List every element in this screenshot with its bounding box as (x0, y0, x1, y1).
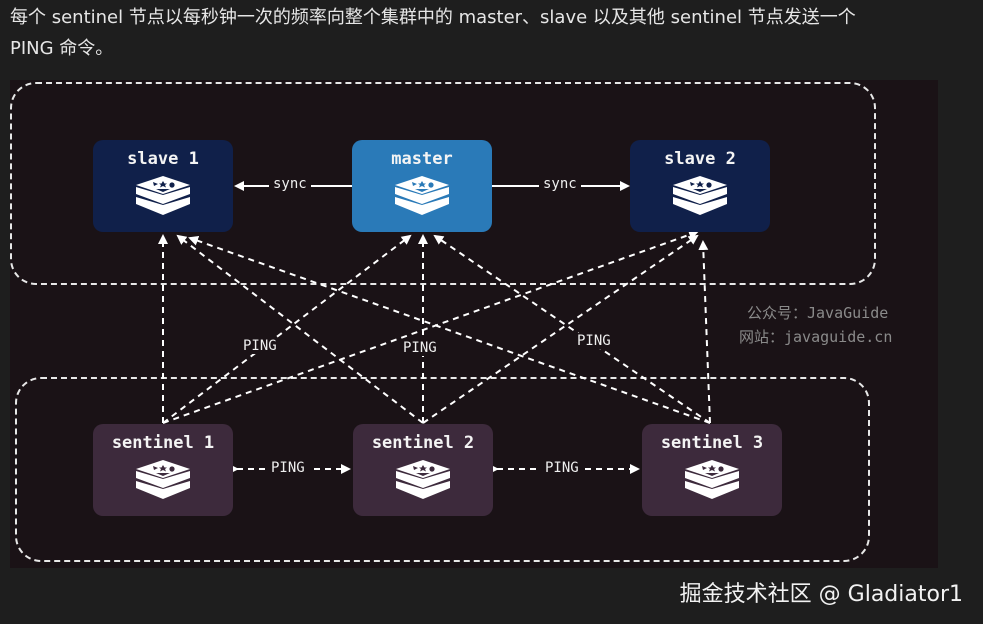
sentinel-1-label: sentinel 1 (111, 433, 215, 453)
sentinel-2-node: sentinel 2 (353, 424, 493, 516)
slave-2-node: slave 2 (630, 140, 770, 232)
slave-1-label: slave 1 (127, 149, 199, 169)
ping-s3-master (433, 234, 711, 424)
sync-label-left: sync (269, 176, 311, 192)
caption-line-1: 每个 sentinel 节点以每秒钟一次的频率向整个集群中的 master、sl… (10, 7, 856, 28)
ping-s2-slave2 (422, 234, 699, 424)
ping-s3-slave1 (188, 235, 711, 424)
sentinel-3-label: sentinel 3 (660, 433, 764, 453)
ping-label-1: PING (239, 338, 281, 354)
sentinel-3-node: sentinel 3 (642, 424, 782, 516)
redis-icon (134, 459, 192, 507)
watermark-line-2: 网站：javaguide.cn (739, 328, 893, 346)
ping-s1-slave2 (162, 229, 699, 424)
sentinel-2-label: sentinel 2 (371, 433, 475, 453)
ping-s3-slave2 (698, 240, 711, 424)
caption-line-2: PING 命令。 (10, 38, 114, 59)
footer-credit: 掘金技术社区 @ Gladiator1 (679, 582, 963, 607)
redis-icon (683, 459, 741, 507)
master-label: master (391, 149, 453, 169)
caption: 每个 sentinel 节点以每秒钟一次的频率向整个集群中的 master、sl… (10, 2, 970, 64)
watermark-line-1: 公众号：JavaGuide (747, 304, 889, 322)
redis-icon (134, 175, 192, 223)
ping-label-2: PING (399, 340, 441, 356)
ping-label-s1-s2: PING (267, 460, 309, 476)
redis-icon (393, 175, 451, 223)
slave-1-node: slave 1 (93, 140, 233, 232)
ping-label-s2-s3: PING (541, 460, 583, 476)
master-node: master (352, 140, 492, 232)
sentinel-nodes-group (15, 377, 870, 562)
data-nodes-group (10, 82, 876, 285)
sync-label-right: sync (539, 176, 581, 192)
redis-icon (394, 459, 452, 507)
ping-s1-master (162, 234, 412, 424)
redis-icon (671, 175, 729, 223)
sentinel-1-node: sentinel 1 (93, 424, 233, 516)
slave-2-label: slave 2 (664, 149, 736, 169)
ping-label-3: PING (573, 333, 615, 349)
ping-s2-slave1 (176, 234, 424, 424)
